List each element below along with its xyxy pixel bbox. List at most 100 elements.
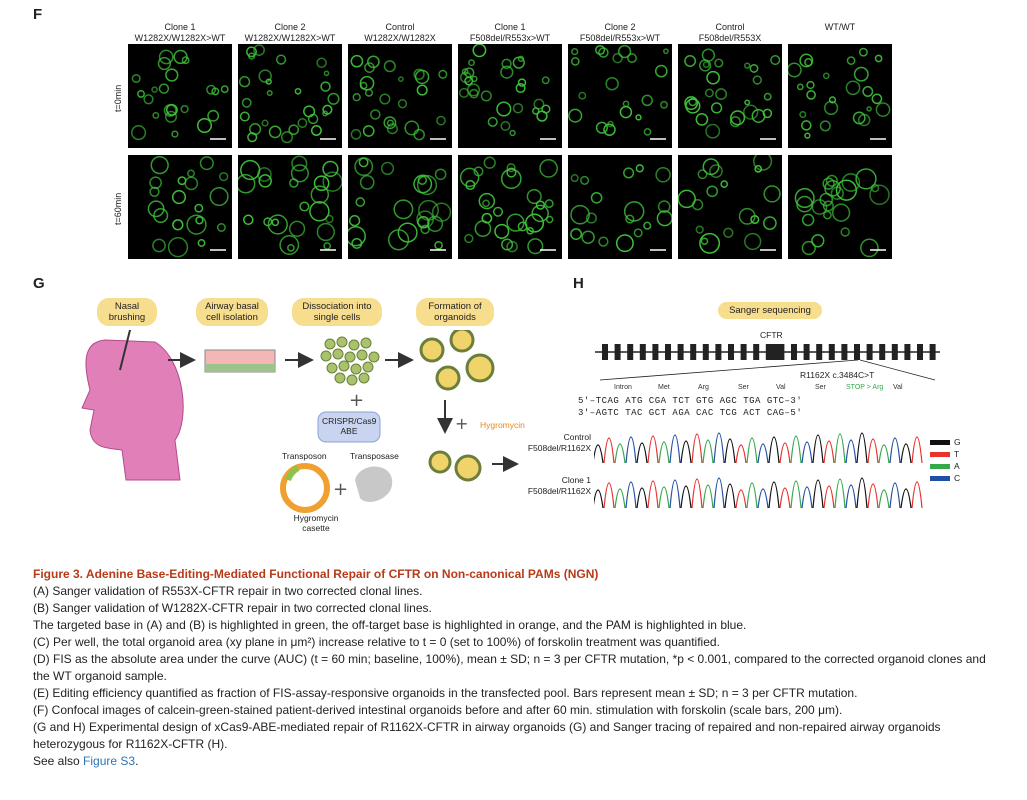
trace-peak — [691, 433, 703, 464]
microscopy-image — [128, 155, 232, 259]
trace-peak — [768, 436, 780, 464]
exon-block — [614, 344, 621, 360]
trace-peak — [801, 486, 813, 509]
trace-peak — [691, 478, 703, 509]
crispr-label: CRISPR/Cas9 ABE — [322, 416, 377, 436]
trace-peak — [900, 443, 912, 464]
step-dissociation: Dissociation into single cells — [292, 298, 382, 326]
column-header-line2: F508del/R553x>WT — [469, 33, 551, 43]
exon-block — [690, 344, 697, 360]
caption-see-also: See also Figure S3. — [33, 754, 139, 768]
mutation-label: R1162X c.3484C>T — [800, 370, 875, 380]
cassette-label: Hygromycin casette — [293, 513, 339, 533]
microscopy-image — [348, 44, 452, 148]
microscopy-image — [458, 44, 562, 148]
trace-peak — [625, 436, 637, 464]
trace-peak — [746, 437, 758, 464]
trace-peak — [614, 443, 626, 464]
trace-peak — [856, 432, 868, 464]
sequence-bottom: 3'–AGTC TAC GCT AGA CAC TCG ACT CAG–5' — [578, 408, 803, 418]
zoom-lines — [599, 359, 936, 381]
trace-peak — [724, 483, 736, 509]
exon-block — [866, 344, 873, 360]
caption-line-b: (B) Sanger validation of W1282X-CFTR rep… — [33, 601, 432, 615]
microscopy-image — [348, 155, 452, 259]
exon-block — [639, 344, 646, 360]
microscopy-image — [788, 155, 892, 259]
trace-peak — [636, 487, 648, 509]
trace-peak — [911, 436, 923, 464]
legend-label: G — [954, 437, 961, 447]
trace-peak — [845, 484, 857, 509]
trace-peak — [867, 438, 879, 464]
trace-peak — [594, 444, 604, 464]
trace-peak — [834, 433, 846, 464]
legend-entry: C — [930, 473, 960, 483]
caption-line-f: (F) Confocal images of calcein-green-sta… — [33, 703, 843, 717]
exon-block — [753, 344, 760, 360]
trace-peak — [625, 481, 637, 509]
step-formation: Formation of organoids — [416, 298, 494, 326]
trace-peak — [834, 478, 846, 509]
trace-peak — [746, 482, 758, 509]
column-header-line1: WT/WT — [824, 22, 856, 32]
figure-s3-link[interactable]: Figure S3 — [83, 754, 136, 768]
caption-line-highlight: The targeted base in (A) and (B) is high… — [33, 618, 747, 632]
trace-peak — [603, 482, 615, 509]
microscopy-image — [788, 44, 892, 148]
exon-block — [715, 344, 722, 360]
legend-entry: G — [930, 437, 961, 447]
exon-block — [816, 344, 823, 360]
trace-peak — [856, 477, 868, 509]
codon-label: Intron — [614, 384, 632, 391]
legend-label: A — [954, 461, 960, 471]
trace-peak — [735, 489, 747, 509]
microscopy-image — [568, 155, 672, 259]
transposon-plasmid-icon — [280, 463, 330, 513]
exon-block — [677, 344, 684, 360]
column-header-line1: Control — [715, 22, 745, 32]
trace-peak — [757, 443, 769, 464]
column-header-line1: Clone 1 — [164, 22, 196, 32]
trace-peak — [724, 438, 736, 464]
codon-label: Val — [893, 384, 903, 391]
trace-peak — [757, 488, 769, 509]
exon-block — [602, 344, 608, 360]
column-header-line1: Clone 2 — [604, 22, 636, 32]
trace-peak — [614, 488, 626, 509]
codon-label: STOP > Arg — [846, 384, 884, 391]
codon-label: Ser — [815, 384, 826, 391]
exon-block — [828, 344, 835, 360]
culture-dish-icon — [204, 349, 276, 373]
microscopy-image — [238, 155, 342, 259]
trace-peak — [823, 485, 835, 509]
gene-map — [595, 344, 940, 381]
column-header-line2: F508del/R553x>WT — [579, 33, 661, 43]
transposon-label: Transposon — [282, 451, 327, 461]
trace-peak — [658, 486, 670, 509]
trace-label-control: Control F508del/R1162X — [527, 432, 591, 453]
trace-peak — [867, 483, 879, 509]
organoids-icon — [419, 330, 495, 391]
plus-sign-1: + — [349, 390, 364, 411]
column-header-line1: Clone 2 — [274, 22, 306, 32]
trace-peak — [669, 434, 681, 464]
trace-peak — [647, 435, 659, 464]
trace-peak — [768, 481, 780, 509]
trace-peak — [801, 441, 813, 464]
column-header-line2: W1282X/W1282X>WT — [134, 33, 226, 43]
legend-swatch — [930, 463, 950, 469]
sequence-top: 5'–TCAG ATG CGA TCT GTG AGC TGA GTC–3' — [578, 396, 803, 406]
column-header-line2: F508del/R553X — [698, 33, 762, 43]
trace-peak — [790, 435, 802, 464]
legend-entry: T — [930, 449, 959, 459]
exon-block — [904, 344, 911, 360]
plus-sign-3: + — [455, 414, 468, 433]
legend-label: C — [954, 473, 961, 483]
legend-label: T — [954, 449, 960, 459]
trace-peak — [702, 484, 714, 509]
trace-peak — [603, 437, 615, 464]
trace-peak — [713, 477, 725, 509]
